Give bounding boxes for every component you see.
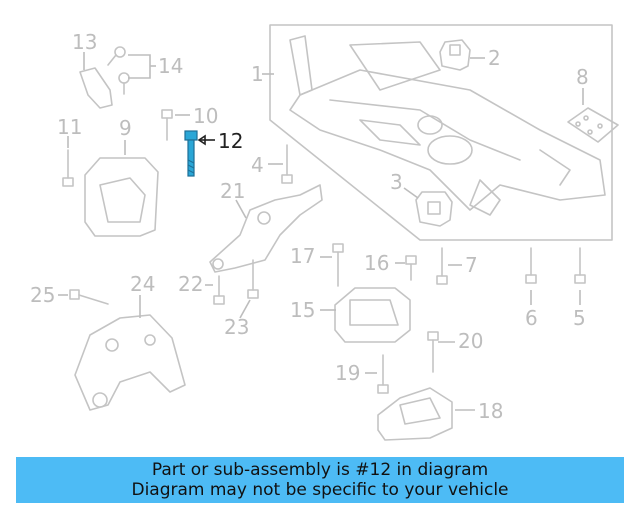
callout-18: 18 [478, 399, 503, 423]
bolt-6 [525, 247, 537, 284]
bolt-23 [247, 259, 259, 299]
engine-mount-9 [84, 157, 159, 237]
bolt-22 [213, 275, 225, 305]
bolt-7 [436, 247, 448, 285]
callout-10: 10 [193, 104, 218, 128]
callout-9: 9 [119, 116, 132, 140]
callout-24: 24 [130, 272, 155, 296]
bolt-11 [62, 149, 74, 187]
callout-12: 12 [218, 129, 243, 153]
bolt-5 [574, 247, 586, 284]
banner-line-1: Part or sub-assembly is #12 in diagram [151, 460, 489, 480]
callout-13: 13 [72, 30, 97, 54]
callout-22: 22 [178, 272, 203, 296]
torque-rod-21 [209, 184, 323, 273]
callout-6: 6 [525, 306, 538, 330]
callout-16: 16 [364, 251, 389, 275]
callout-1: 1 [251, 62, 264, 86]
callout-5: 5 [573, 306, 586, 330]
bushing-3 [415, 191, 453, 227]
callout-17: 17 [290, 244, 315, 268]
bushing-2 [439, 39, 471, 71]
bolt-4 [281, 144, 293, 184]
callout-20: 20 [458, 329, 483, 353]
callout-21: 21 [220, 179, 245, 203]
leader-lines [58, 52, 584, 411]
bolt-20 [427, 331, 439, 373]
bolt-10 [161, 109, 173, 141]
callout-4: 4 [251, 153, 264, 177]
bracket-13 [79, 67, 113, 109]
bolts-14 [107, 46, 130, 95]
bolt-25 [69, 289, 109, 305]
bracket-18 [377, 387, 453, 441]
callout-25: 25 [30, 283, 55, 307]
bolt-17 [332, 243, 344, 287]
callout-3: 3 [390, 170, 403, 194]
callout-19: 19 [335, 361, 360, 385]
bolt-16 [405, 255, 417, 281]
bracket-24 [74, 314, 186, 411]
callout-23: 23 [224, 315, 249, 339]
callout-7: 7 [465, 253, 478, 277]
info-banner: Part or sub-assembly is #12 in diagram D… [16, 457, 624, 503]
highlighted-bolt-12 [184, 130, 198, 177]
callout-8: 8 [576, 65, 589, 89]
plate-8 [567, 107, 619, 143]
subframe-assembly [269, 24, 613, 241]
callout-14: 14 [158, 54, 183, 78]
callout-2: 2 [488, 46, 501, 70]
callout-11: 11 [57, 115, 82, 139]
banner-line-2: Diagram may not be specific to your vehi… [131, 480, 509, 500]
transmission-mount-15 [334, 287, 411, 343]
bolt-19 [377, 354, 389, 394]
callout-15: 15 [290, 298, 315, 322]
